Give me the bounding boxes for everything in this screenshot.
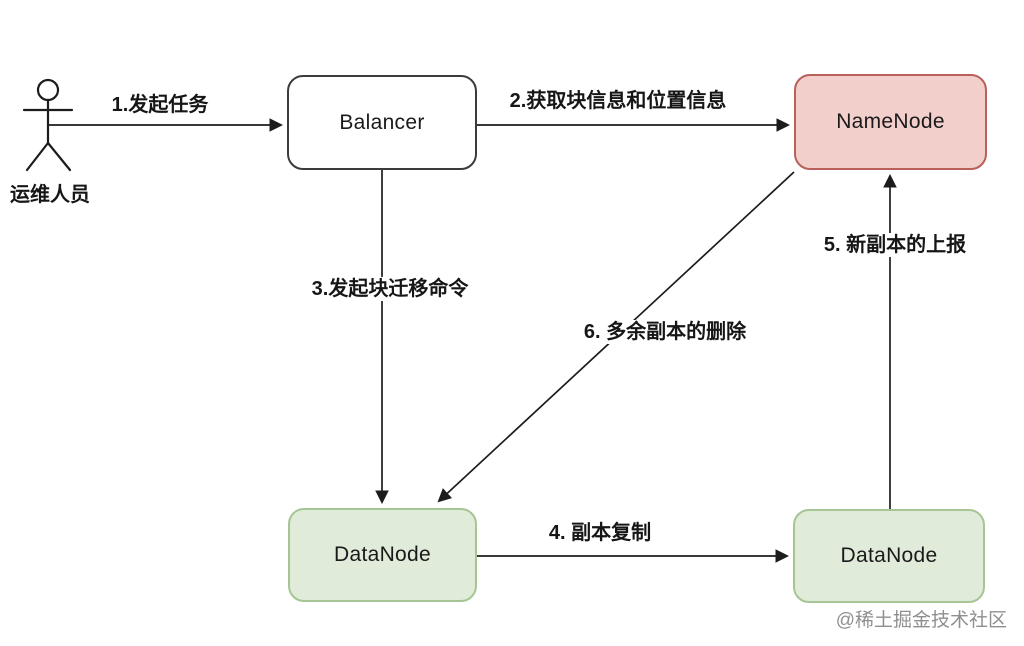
node-namenode: NameNode: [794, 74, 987, 170]
edge-label-5: 5. 新副本的上报: [818, 233, 972, 257]
edge-label-2: 2.获取块信息和位置信息: [504, 89, 732, 113]
node-datanode-left: DataNode: [288, 508, 477, 602]
watermark: @稀土掘金技术社区: [835, 610, 1007, 631]
edge-label-6: 6. 多余副本的删除: [578, 320, 752, 344]
edge-label-1: 1.发起任务: [106, 93, 214, 117]
node-datanode-left-label: DataNode: [334, 543, 431, 566]
node-datanode-right-label: DataNode: [840, 544, 938, 567]
operator-label: 运维人员: [10, 184, 90, 206]
node-balancer-label: Balancer: [339, 110, 425, 134]
node-namenode-label: NameNode: [836, 110, 945, 133]
edge-label-4: 4. 副本复制: [543, 521, 657, 545]
operator-stick-figure-icon: [22, 78, 74, 172]
node-datanode-right: DataNode: [793, 509, 985, 603]
node-balancer: Balancer: [287, 75, 477, 170]
edge-label-3: 3.发起块迁移命令: [306, 277, 474, 301]
